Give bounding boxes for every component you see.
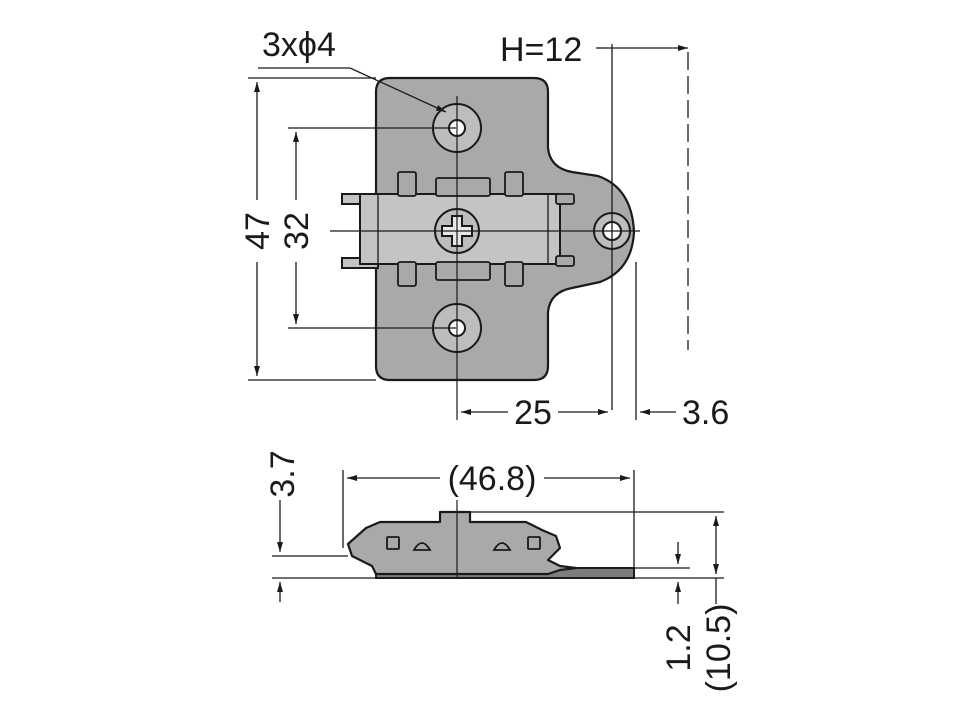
slot	[555, 255, 575, 267]
slot	[555, 193, 575, 205]
slot	[504, 261, 524, 287]
slot	[386, 536, 400, 550]
top-view: 47 32 3xϕ4 H=12 25 3.6	[239, 26, 729, 432]
dimension-25: 25	[514, 394, 552, 432]
slot	[435, 261, 491, 281]
height-label: H=12	[500, 31, 582, 69]
dimension-3-7: 3.7	[264, 450, 302, 497]
dimension-46-8: (46.8)	[448, 460, 537, 498]
hole-spec-label: 3xϕ4	[262, 26, 336, 64]
slot	[397, 171, 417, 197]
dimension-47: 47	[239, 212, 277, 250]
slot	[435, 177, 491, 197]
slot	[397, 261, 417, 287]
plate-side-body	[346, 510, 578, 576]
dimension-32: 32	[278, 212, 316, 250]
side-view: (46.8) 3.7 1.2 (10.5)	[264, 450, 738, 692]
dimension-3-6: 3.6	[682, 394, 729, 432]
slot	[527, 536, 541, 550]
dimension-10-5: (10.5)	[700, 604, 738, 693]
slot	[504, 171, 524, 197]
dimension-1-2: 1.2	[660, 624, 698, 671]
